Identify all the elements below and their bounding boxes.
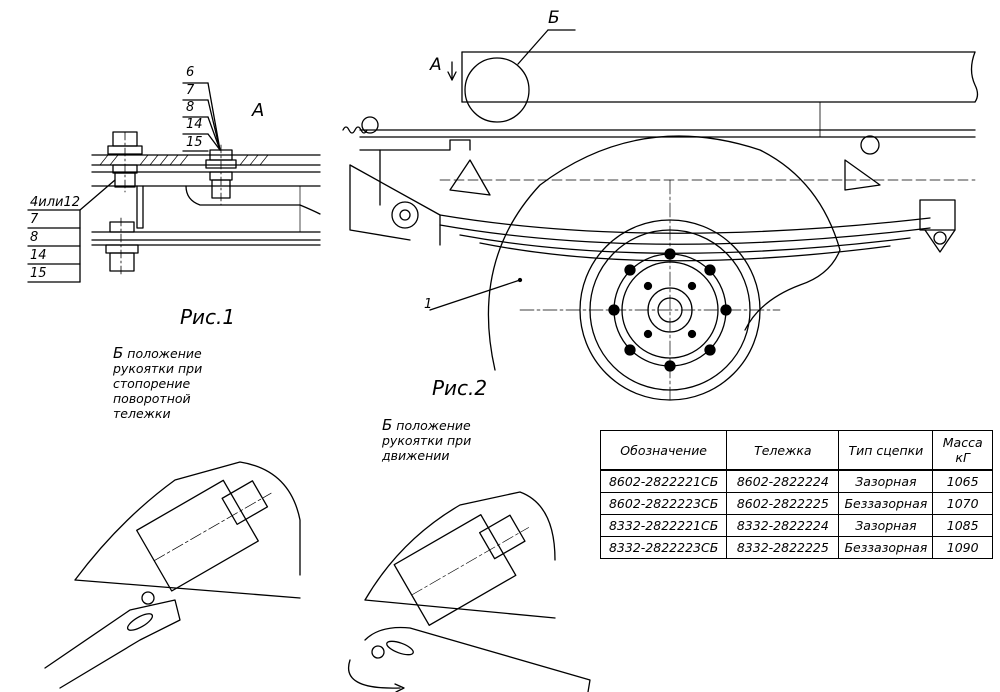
figure2-caption: Рис.2 [432,376,488,400]
table-cell: 8602-2822225 [726,492,840,515]
detail-stop-title: Б [113,344,124,362]
detail-stop-text: положение рукоятки при стопорение поворо… [113,346,203,421]
detail-stop-note: Б положение рукоятки при стопорение пово… [113,344,208,422]
detail-move-note: Б положение рукоятки при движении [382,416,482,464]
table-cell: 1065 [932,469,993,493]
table-cell: 8602-2822223СБ [599,492,728,515]
table-cell: Зазорная [838,469,934,493]
detail-stop-drawing [44,461,301,689]
figure2-drawing [342,29,979,401]
spec-header-row: Обозначение Тележка Тип сцепки Масса кГ [599,430,993,471]
view-label-a: А [252,100,265,121]
spec-header-designation: Обозначение [599,430,728,471]
callout-top-3: 8 [186,100,195,115]
callout-top-1: 6 [186,65,195,80]
callout-top-4: 14 [186,117,203,132]
spec-header-coupling: Тип сцепки [838,430,934,471]
table-cell: 8332-2822223СБ [599,536,728,559]
callout-left-5: 15 [30,266,47,281]
callout-left-3: 8 [30,230,39,245]
callout-left-4: 14 [30,248,47,263]
detail-label-b: Б [548,8,560,28]
callout-top-5: 15 [186,135,203,150]
figure1-caption: Рис.1 [180,305,236,329]
table-cell: 8332-2822225 [726,536,840,559]
detail-move-text: положение рукоятки при движении [382,418,472,463]
table-cell: 8332-2822221СБ [599,514,728,537]
spec-table: Обозначение Тележка Тип сцепки Масса кГ … [599,430,993,559]
callout-left-1: 4или12 [30,195,81,210]
table-cell: 1070 [932,492,993,515]
table-cell: 1085 [932,514,993,537]
table-cell: 8602-2822224 [726,469,840,493]
figure1-drawing [27,82,321,283]
table-cell: Беззазорная [838,536,934,559]
table-cell: 8332-2822224 [726,514,840,537]
spec-header-mass: Масса кГ [932,430,993,471]
table-cell: Зазорная [838,514,934,537]
spec-header-bogie: Тележка [726,430,840,471]
table-cell: Беззазорная [838,492,934,515]
table-cell: 8602-2822221СБ [599,469,728,493]
detail-move-title: Б [382,416,393,434]
item-label-1: 1 [424,297,433,312]
callout-left-2: 7 [30,212,39,227]
detail-move-drawing [347,491,591,692]
arrow-label-a: А [430,55,442,75]
callout-top-2: 7 [186,83,195,98]
table-cell: 1090 [932,536,993,559]
